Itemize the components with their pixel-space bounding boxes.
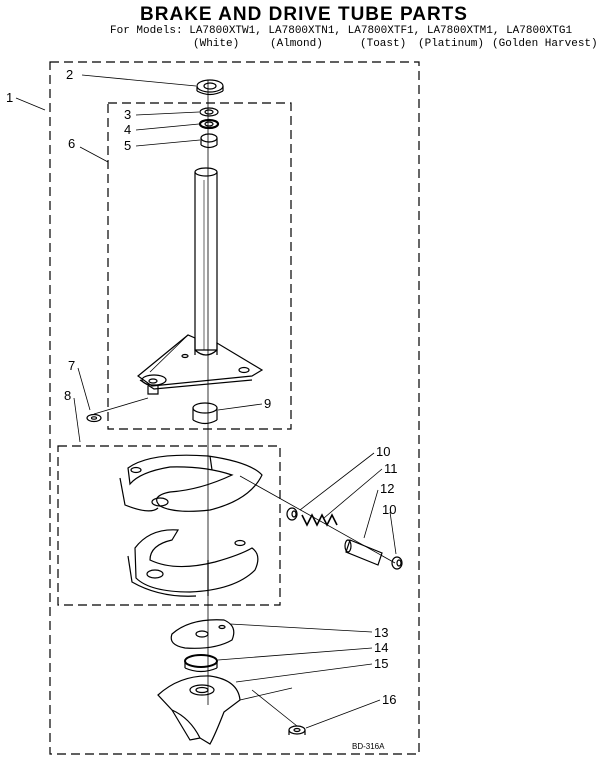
callout-2: 2 [66, 67, 73, 82]
callout-7: 7 [68, 358, 75, 373]
part-16-nut [288, 725, 306, 735]
callout-14: 14 [374, 640, 388, 655]
part-11-spring [301, 513, 338, 527]
callout-6: 6 [68, 136, 75, 151]
part-13-plate [170, 619, 235, 649]
part-9-coupling [192, 402, 218, 425]
part-6-drive-tube [137, 167, 264, 395]
callout-3: 3 [124, 107, 131, 122]
part-8-brake-upper [119, 454, 263, 512]
color-label-golden-harvest: (Golden Harvest) [492, 38, 598, 50]
part-5-bushing [200, 133, 218, 149]
part-10-cap-lower [391, 556, 403, 570]
models-line: For Models: LA7800XTW1, LA7800XTN1, LA78… [110, 25, 573, 37]
color-label-toast: (Toast) [360, 38, 407, 50]
part-10-cap-upper [286, 507, 298, 521]
callout-1: 1 [6, 90, 13, 105]
assembly-boundary [49, 61, 420, 755]
diagram-code: BD-316A [352, 742, 385, 751]
callout-9: 9 [264, 396, 271, 411]
callout-15: 15 [374, 656, 388, 671]
color-label-platinum: (Platinum) [418, 38, 485, 50]
color-label-white: (White) [193, 38, 240, 50]
callout-4: 4 [124, 122, 131, 137]
drive-tube-boundary [107, 102, 292, 430]
brake-boundary [57, 445, 281, 606]
part-3-washer [199, 107, 219, 117]
page-title: BRAKE AND DRIVE TUBE PARTS [140, 4, 468, 25]
leader-lines [15, 74, 397, 729]
part-7-washer [86, 413, 102, 423]
part-4-ring [198, 118, 220, 130]
part-12-pin [344, 539, 383, 566]
callout-10-lower: 10 [382, 502, 396, 517]
color-label-almond: (Almond) [270, 38, 323, 50]
callout-16: 16 [382, 692, 396, 707]
part-14-ring [184, 654, 218, 673]
part-15-hub [157, 675, 241, 745]
callout-11: 11 [384, 461, 398, 476]
callout-10-upper: 10 [376, 444, 390, 459]
callout-13: 13 [374, 625, 388, 640]
part-2-nut [196, 79, 224, 96]
callout-8: 8 [64, 388, 71, 403]
callout-5: 5 [124, 138, 131, 153]
callout-12: 12 [380, 481, 394, 496]
part-8-brake-lower [127, 529, 259, 597]
